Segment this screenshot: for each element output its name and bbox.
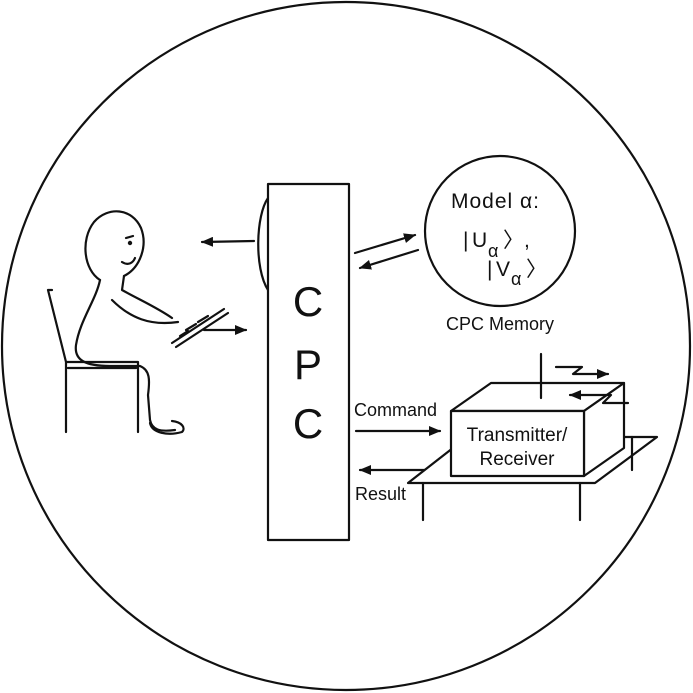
person-eye — [127, 240, 133, 246]
memory-circle — [423, 154, 577, 308]
person-back — [120, 274, 174, 320]
cpc-to-person-arrow — [200, 236, 256, 247]
state-u-close: 〉, — [503, 229, 530, 252]
state-u-bar: | — [463, 229, 468, 252]
cpc-letter-3: C — [293, 400, 323, 447]
person-foot — [148, 419, 185, 435]
memory-state-u: | U α 〉, — [463, 229, 530, 262]
device-label-line2: Receiver — [480, 449, 556, 470]
person-figure — [46, 210, 185, 435]
signal-out-arrow — [554, 365, 610, 379]
memory-to-cpc-arrow — [358, 248, 420, 270]
state-v-sub: α — [511, 269, 521, 289]
person-arm — [110, 298, 180, 325]
memory-title: Model α: — [451, 190, 540, 213]
state-u-letter: U — [472, 229, 487, 252]
memory-caption: CPC Memory — [446, 314, 554, 334]
cpc-box — [266, 182, 351, 542]
person-head — [84, 210, 145, 282]
state-u-sub: α — [488, 241, 498, 261]
cpc-letter-2: P — [294, 341, 322, 388]
cpc-screen-bulge — [257, 196, 270, 292]
memory-state-v: | V α 〉 — [487, 258, 547, 290]
result-label: Result — [355, 484, 406, 504]
chair — [46, 288, 140, 434]
keyboard — [170, 307, 230, 349]
state-v-letter: V — [496, 258, 510, 281]
device-label-line1: Transmitter/ — [467, 425, 568, 446]
person-body — [74, 278, 177, 432]
state-v-bar: | — [487, 258, 492, 281]
signal-in-arrow — [568, 390, 630, 405]
cpc-to-memory-arrow — [353, 233, 417, 255]
command-label: Command — [354, 400, 437, 420]
cpc-letter-1: C — [293, 278, 323, 325]
state-v-close: 〉 — [526, 258, 547, 281]
person-smile — [120, 256, 137, 265]
